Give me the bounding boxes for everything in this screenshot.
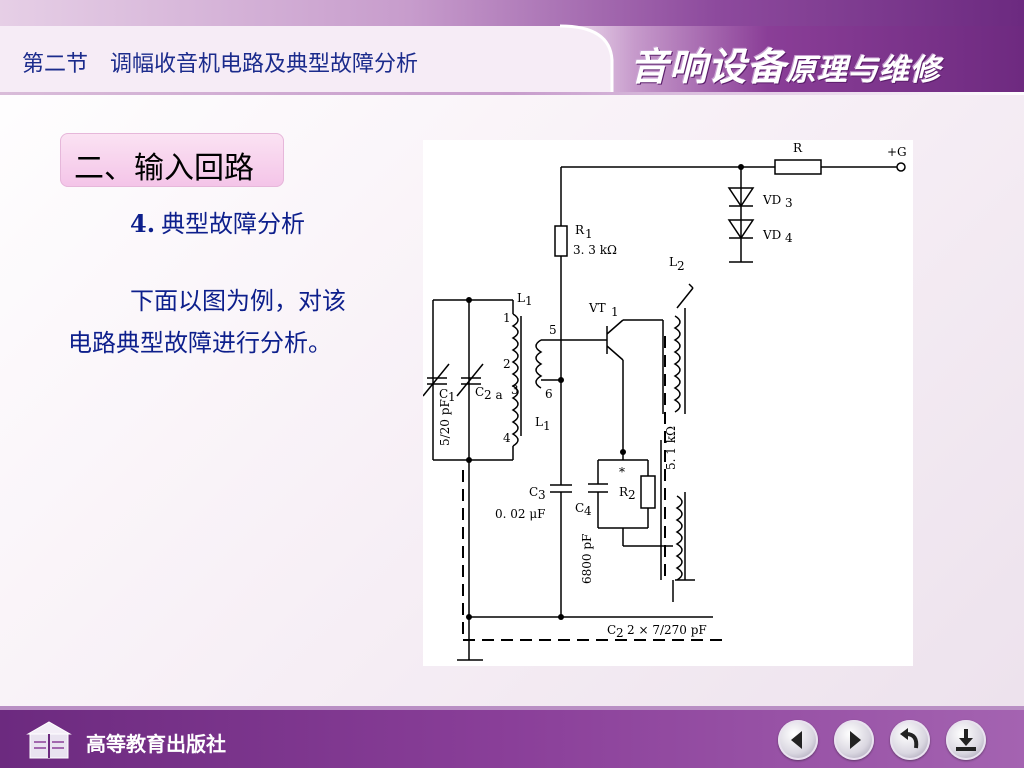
label-r1-value: 3. 3 kΩ: [573, 243, 617, 257]
label-r2: R: [619, 485, 629, 499]
return-arrow-icon: [900, 728, 919, 749]
label-star: *: [619, 465, 625, 479]
label-node-4: 4: [503, 431, 511, 445]
label-l1: L: [517, 291, 525, 305]
header-top-band: [0, 0, 1024, 26]
label-vd4-sub: 4: [785, 231, 793, 245]
paragraph-line-1: 下面以图为例，对该: [130, 287, 346, 315]
label-g: +G: [887, 145, 907, 159]
label-l1-prime-sub: 1: [543, 419, 551, 433]
label-node-1: 1: [503, 311, 511, 325]
home-icon: [956, 729, 976, 751]
label-vd3: VD: [762, 193, 781, 207]
label-r1-sub: 1: [585, 227, 593, 241]
return-button[interactable]: [890, 720, 930, 760]
header-curve-decoration: [0, 24, 614, 92]
description-paragraph: 下面以图为例，对该 电路典型故障进行分析。: [68, 280, 418, 364]
label-vd3-sub: 3: [785, 196, 793, 210]
label-c4-value: 6800 pF: [580, 534, 594, 584]
label-c2a-sub: 2 a: [484, 388, 503, 402]
label-c4: C: [575, 501, 584, 515]
home-button[interactable]: [946, 720, 986, 760]
label-c1: C: [439, 387, 448, 401]
previous-button[interactable]: [778, 720, 818, 760]
section-tag: 二、输入回路: [60, 133, 284, 187]
next-button[interactable]: [834, 720, 874, 760]
label-c2a: C: [475, 385, 484, 399]
arrow-right-icon: [850, 731, 861, 749]
publisher-name: 高等教育出版社: [86, 732, 226, 756]
label-vt1-sub: 1: [611, 305, 619, 319]
label-c1-sub: 1: [448, 390, 456, 404]
label-l2: L: [669, 255, 677, 269]
label-node-2: 2: [503, 357, 511, 371]
header-bar: [0, 0, 1024, 92]
label-vd4: VD: [762, 228, 781, 242]
subheading-text: 典型故障分析: [161, 210, 306, 238]
footer-stripe: [0, 706, 1024, 710]
label-r2-sub: 2: [628, 488, 636, 502]
brand-title-main: 音响设备: [630, 45, 787, 89]
label-l1-prime: L: [535, 415, 543, 429]
label-c2-sub: 2: [616, 626, 624, 640]
label-vt1: VT: [588, 301, 606, 315]
header-divider: [0, 92, 1024, 95]
label-c1-value: 5/20 pF: [438, 399, 452, 446]
brand-title: 音响设备原理与维修: [630, 36, 1020, 89]
label-c3-sub: 3: [538, 488, 546, 502]
label-c3-value: 0. 02 μF: [495, 507, 545, 521]
section-tag-label: 二、输入回路: [74, 151, 254, 186]
label-node-3: 3: [511, 383, 519, 397]
label-node-6: 6: [545, 387, 553, 401]
section-title: 第二节 调幅收音机电路及典型故障分析: [22, 52, 419, 77]
subheading: 4.典型故障分析: [130, 204, 305, 239]
label-l1-sub: 1: [525, 294, 533, 308]
circuit-diagram-svg: R +G VD 3 VD 4 R 1 3. 3 kΩ L 2 L 1 VT 1 …: [423, 141, 907, 661]
publisher-logo-icon: [26, 721, 72, 759]
label-c3: C: [529, 485, 538, 499]
label-node-5: 5: [549, 323, 557, 337]
subheading-number: 4.: [130, 209, 156, 238]
paragraph-line-2: 电路典型故障进行分析。: [68, 329, 332, 357]
label-r: R: [793, 141, 803, 155]
label-c2-value: 2 × 7/270 pF: [627, 623, 707, 637]
label-c2: C: [607, 623, 616, 637]
label-l2-sub: 2: [677, 259, 685, 273]
brand-title-sub: 原理与维修: [786, 53, 942, 88]
label-r1: R: [575, 223, 585, 237]
circuit-diagram: R +G VD 3 VD 4 R 1 3. 3 kΩ L 2 L 1 VT 1 …: [423, 140, 913, 666]
label-5k1: 5. 1 kΩ: [664, 426, 678, 470]
label-c4-sub: 4: [584, 504, 592, 518]
arrow-left-icon: [791, 731, 802, 749]
